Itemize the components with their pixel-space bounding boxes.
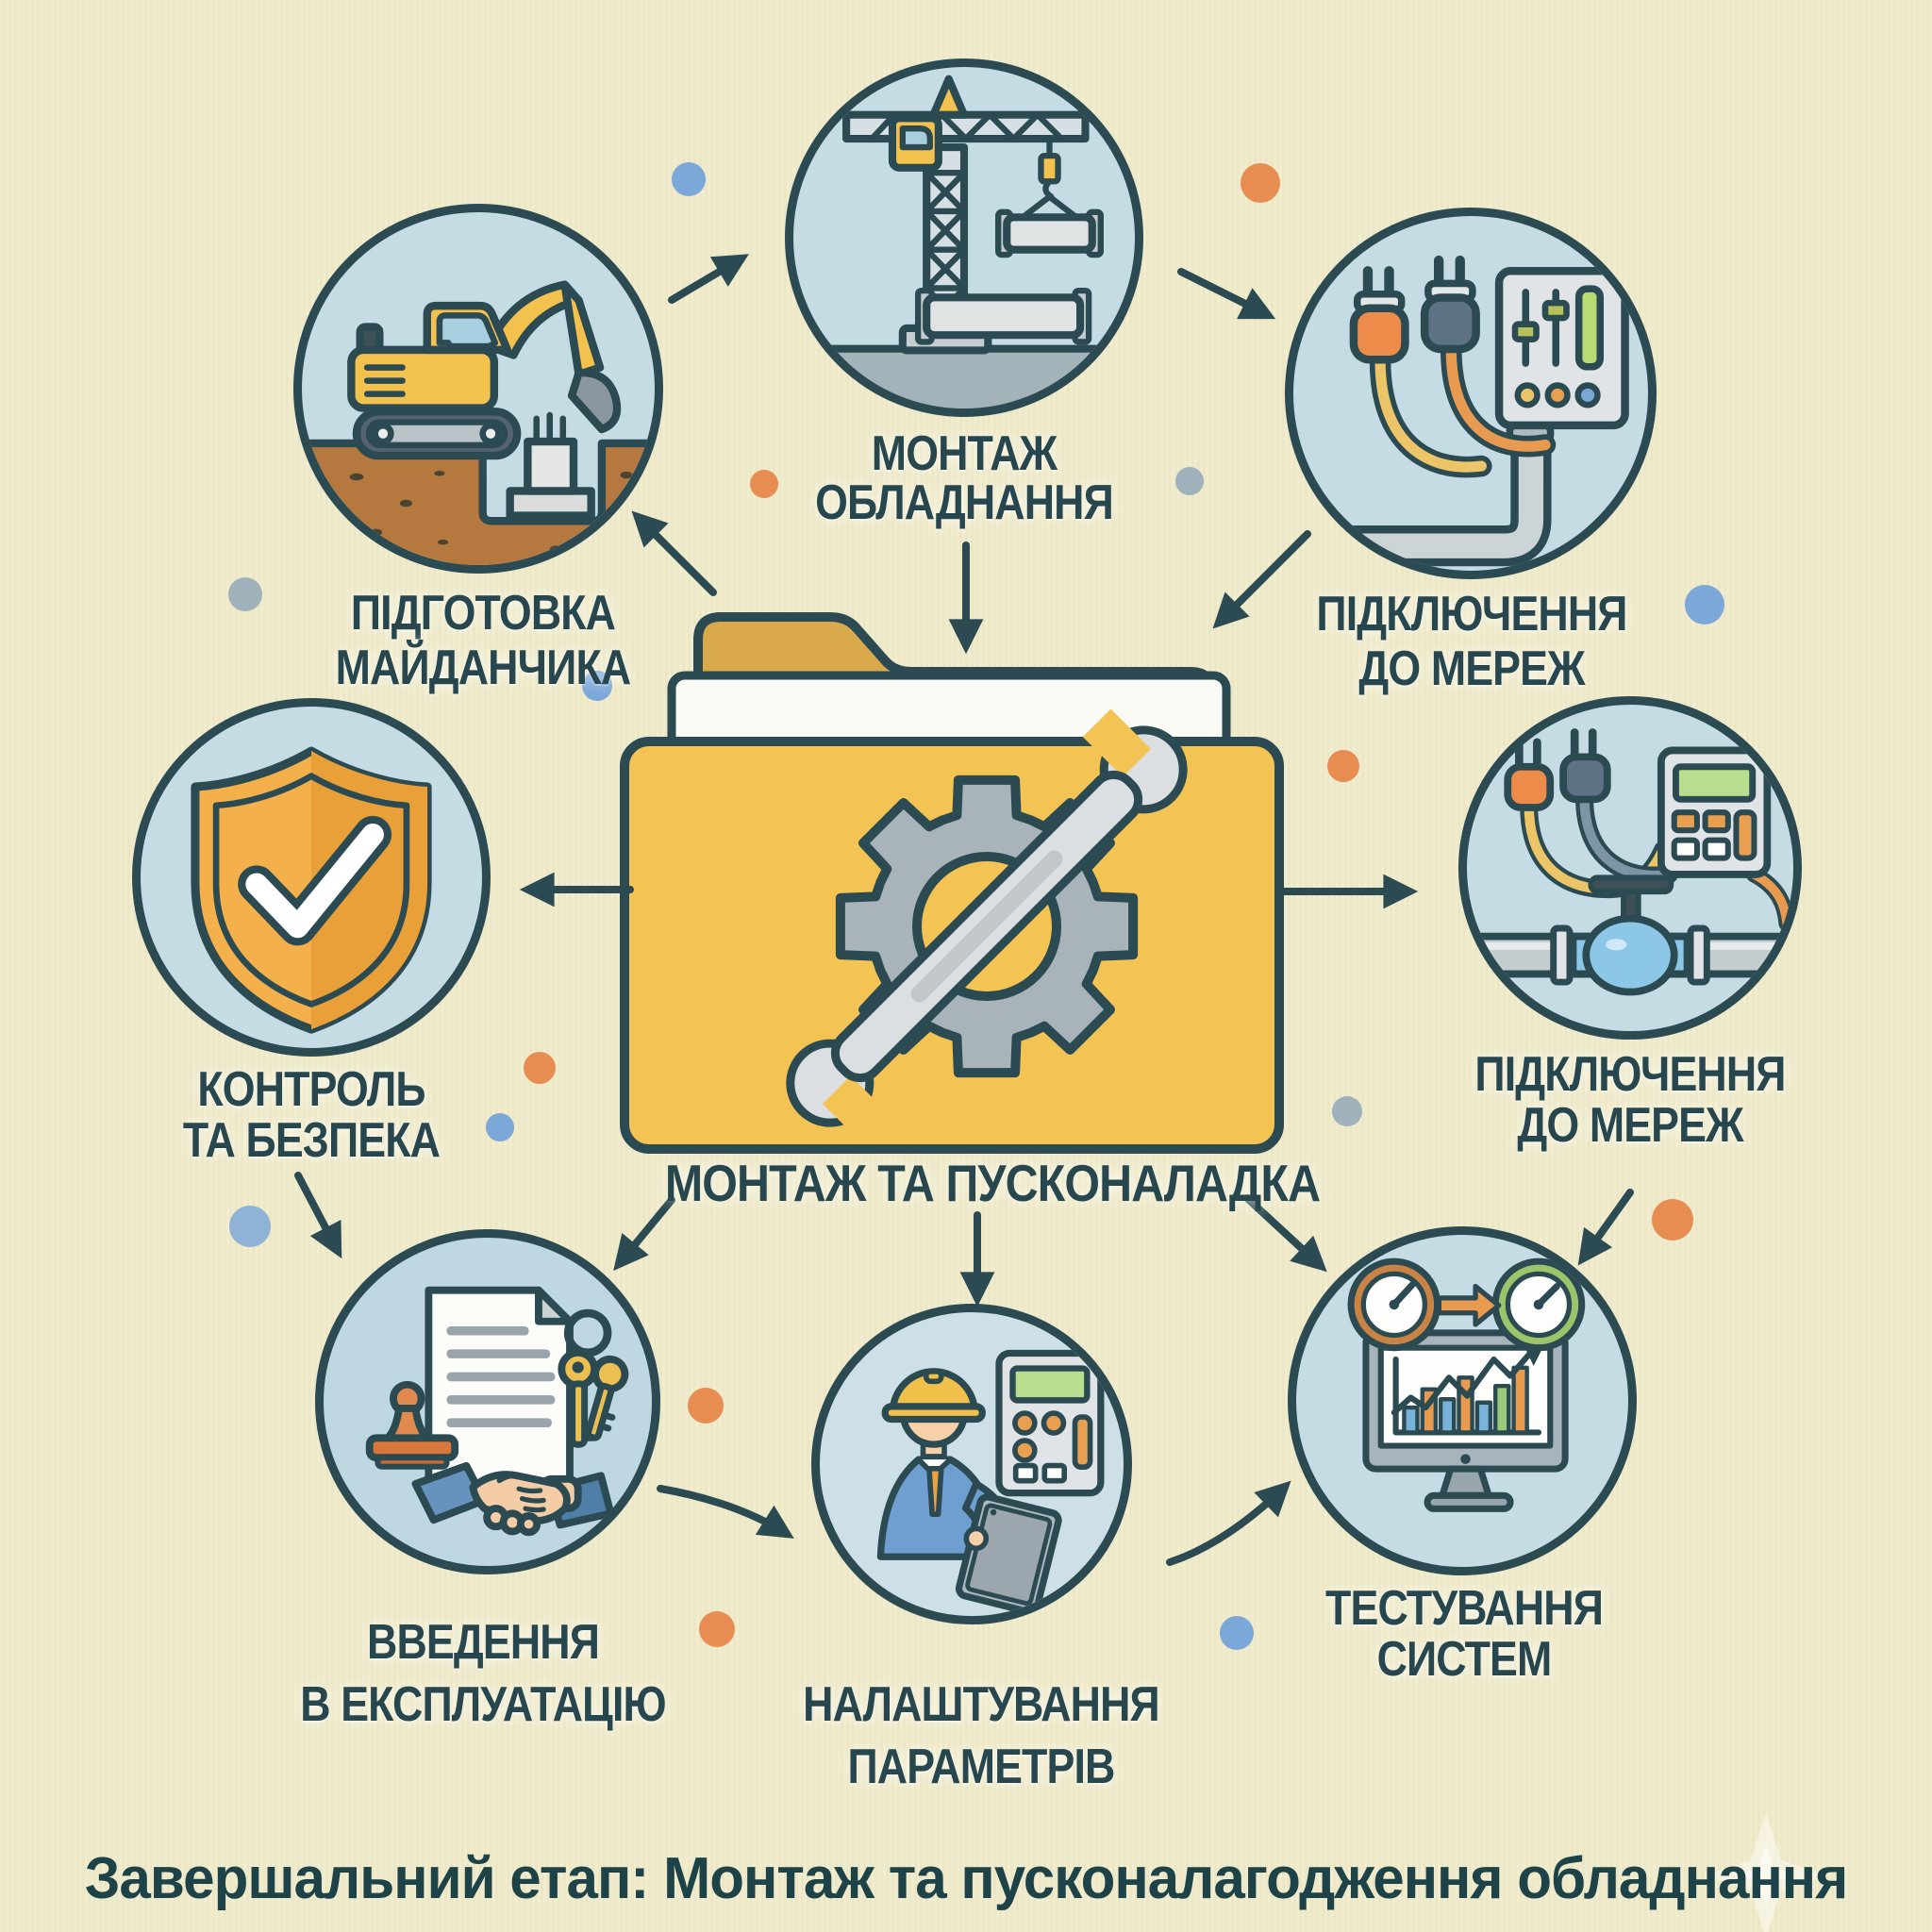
decor-dot-gray <box>1175 467 1204 495</box>
contract-handshake-keys-icon <box>365 1286 629 1537</box>
tower-crane-icon <box>793 75 1135 408</box>
watermark-star-icon <box>1704 1813 1828 1932</box>
node-label-line: ТЕСТУВАННЯ <box>1325 1581 1604 1636</box>
decor-dots <box>228 162 1724 1650</box>
node-label-line: КОНТРОЛЬ <box>197 1062 425 1117</box>
node-label-line: МОНТАЖ <box>871 426 1058 481</box>
decor-dot-orange <box>699 1611 735 1647</box>
arrow-commissioning-to-parameter-setup <box>657 1485 794 1539</box>
decor-dot-blue <box>672 162 706 196</box>
footer-title: Завершальний етап: Монтаж та пусконалаго… <box>84 1846 1849 1911</box>
label-site-preparation: ПІДГОТОВКА МАЙДАНЧИКА <box>240 586 726 695</box>
decor-dot-orange <box>750 470 778 498</box>
node-system-testing <box>1288 1226 1637 1575</box>
label-network-connection-power: ПІДКЛЮЧЕННЯ ДО МЕРЕЖ <box>1228 587 1715 696</box>
node-label-line: ПАРАМЕТРІВ <box>847 1740 1116 1794</box>
engineer-calculator-tablet-icon <box>876 1349 1105 1616</box>
node-label-line: ВВЕДЕННЯ <box>367 1615 600 1670</box>
arrow-parameter-setup-to-system-testing <box>1166 1480 1291 1566</box>
arrow-network-utilities-to-system-testing <box>1577 1189 1634 1266</box>
decor-dot-blue <box>1685 585 1724 625</box>
arrow-network-power-to-center <box>1212 530 1311 629</box>
arrow-site-prep-to-installation <box>668 254 749 304</box>
arrow-center-to-commissioning <box>613 1196 675 1272</box>
decor-dot-orange <box>688 1388 724 1424</box>
folder-gear-wrench-icon <box>620 612 1284 1154</box>
node-equipment-installation <box>785 58 1143 417</box>
plugs-control-panel-icon <box>1293 255 1629 567</box>
node-commissioning <box>315 1229 660 1574</box>
label-control-and-safety: КОНТРОЛЬ ТА БЕЗПЕКА <box>68 1064 555 1166</box>
arrow-control-safety-to-commissioning <box>294 1172 342 1259</box>
shield-check-icon <box>191 746 432 1034</box>
decor-dot-blue <box>229 1206 271 1247</box>
decor-dot-blue <box>486 1113 514 1141</box>
decor-dot-gray <box>1332 1096 1362 1126</box>
arrow-center-to-site-prep <box>631 510 717 596</box>
node-label-line: ПІДКЛЮЧЕННЯ <box>1474 1047 1786 1102</box>
label-commissioning: ВВЕДЕННЯ В ЕКСПЛУАТАЦІЮ <box>240 1611 726 1736</box>
node-label-line: ДО МЕРЕЖ <box>1358 641 1585 696</box>
arrow-center-to-system-testing <box>1243 1194 1327 1273</box>
label-center-folder: МОНТАЖ ТА ПУСКОНАЛАДКА <box>664 1154 1321 1212</box>
node-label-line: СИСТЕМ <box>1376 1632 1553 1687</box>
excavator-icon <box>302 280 655 565</box>
label-equipment-installation: МОНТАЖ ОБЛАДНАННЯ <box>721 429 1208 527</box>
decor-dot-orange <box>1327 750 1359 782</box>
node-site-preparation <box>293 204 663 574</box>
cables-meter-pipe-icon <box>1467 728 1793 996</box>
node-label-line: НАЛАШТУВАННЯ <box>803 1677 1160 1732</box>
monitor-gauges-chart-icon <box>1347 1257 1586 1512</box>
decor-dot-orange <box>1241 163 1280 203</box>
node-label-line: МАЙДАНЧИКА <box>335 641 632 695</box>
node-label-line: ТА БЕЗПЕКА <box>182 1113 441 1168</box>
label-system-testing: ТЕСТУВАННЯ СИСТЕМ <box>1221 1583 1707 1685</box>
decor-dot-orange <box>524 1052 556 1084</box>
node-parameter-setup <box>811 1304 1132 1624</box>
decor-dot-blue <box>582 671 612 701</box>
node-label-line: ПІДКЛЮЧЕННЯ <box>1316 587 1627 641</box>
node-network-connection-power <box>1285 208 1657 579</box>
node-label-line: В ЕКСПЛУАТАЦІЮ <box>300 1677 666 1732</box>
label-parameter-setup: НАЛАШТУВАННЯ ПАРАМЕТРІВ <box>738 1674 1224 1798</box>
decor-dot-blue <box>1220 1616 1254 1650</box>
decor-dot-gray <box>228 577 262 611</box>
node-control-and-safety <box>132 698 491 1057</box>
node-label-line: ОБЛАДНАННЯ <box>815 475 1114 530</box>
node-label-line: ДО МЕРЕЖ <box>1517 1098 1743 1153</box>
arrow-installation-to-network-power <box>1177 268 1276 320</box>
decor-dot-orange <box>1652 1199 1693 1241</box>
node-label-line: ПІДГОТОВКА <box>350 586 616 641</box>
node-network-connection-utilities <box>1458 696 1802 1040</box>
label-network-connection-utilities: ПІДКЛЮЧЕННЯ ДО МЕРЕЖ <box>1387 1049 1874 1151</box>
